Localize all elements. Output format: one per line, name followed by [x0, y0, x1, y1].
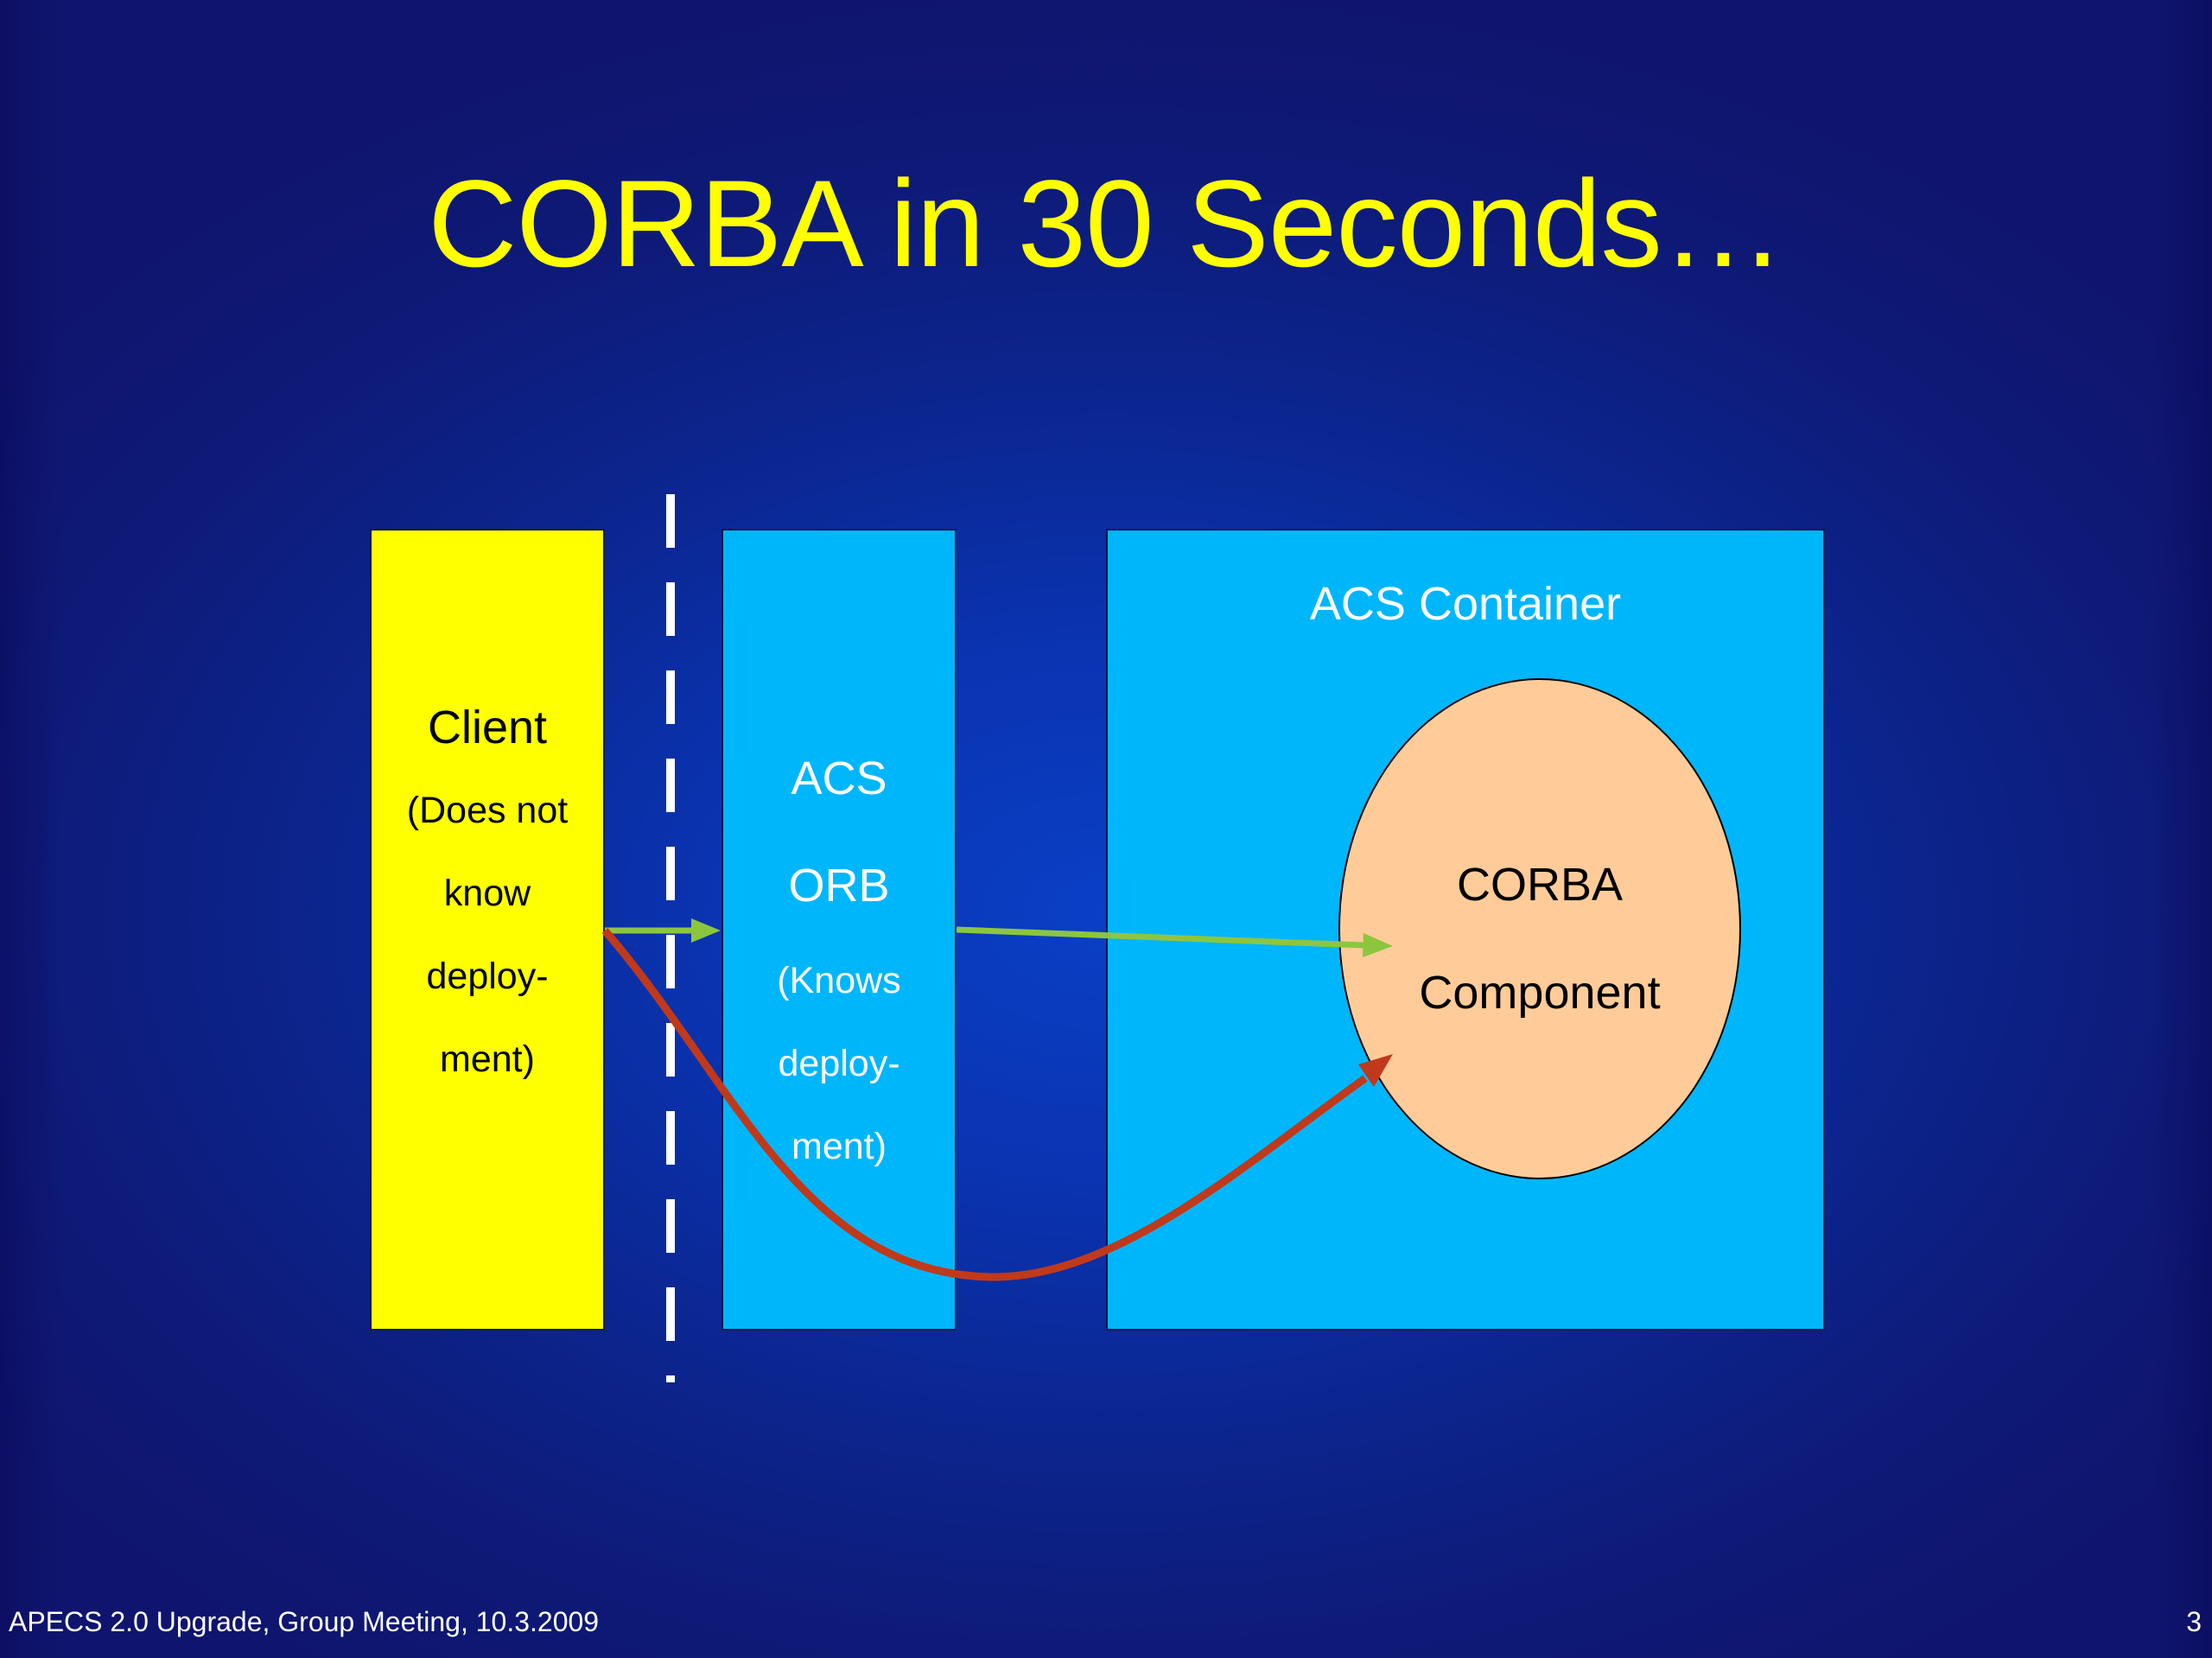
orb-line: (Knows [777, 960, 901, 1001]
client-title: Client [427, 702, 548, 753]
orb-to-component-arrowhead [1363, 933, 1393, 957]
orb-line: ment) [791, 1126, 887, 1167]
client-line: know [443, 873, 531, 914]
client-line: (Does not [406, 790, 569, 831]
client-line: deploy- [426, 956, 549, 997]
container-label: ACS Container [1309, 578, 1622, 630]
component-line: Component [1419, 967, 1661, 1019]
orb-line: ACS [791, 753, 887, 804]
client-box: Client (Does not know deploy- ment) [370, 529, 605, 1331]
direct-call-arrowhead [1358, 1054, 1393, 1087]
direct-call-curve-arrow [601, 928, 1368, 1281]
client-to-orb-arrowhead [691, 918, 721, 943]
component-text: CORBA Component [1340, 831, 1739, 1047]
component-line: CORBA [1456, 859, 1624, 911]
slide-title: CORBA in 30 Seconds… [428, 156, 1785, 293]
client-text: Client (Does not know deploy- ment) [372, 686, 603, 1101]
orb-text: ACS ORB (Knows deploy- ment) [723, 725, 955, 1188]
client-line: ment) [440, 1039, 535, 1080]
acs-orb-box: ACS ORB (Knows deploy- ment) [721, 529, 957, 1331]
orb-line: ORB [788, 860, 890, 912]
corba-component-ellipse: CORBA Component [1338, 678, 1741, 1179]
orb-to-component-arrow [956, 926, 1364, 949]
page-number: 3 [2186, 1606, 2202, 1637]
footer-text: APECS 2.0 Upgrade, Group Meeting, 10.3.2… [9, 1606, 600, 1637]
orb-line: deploy- [778, 1043, 900, 1084]
